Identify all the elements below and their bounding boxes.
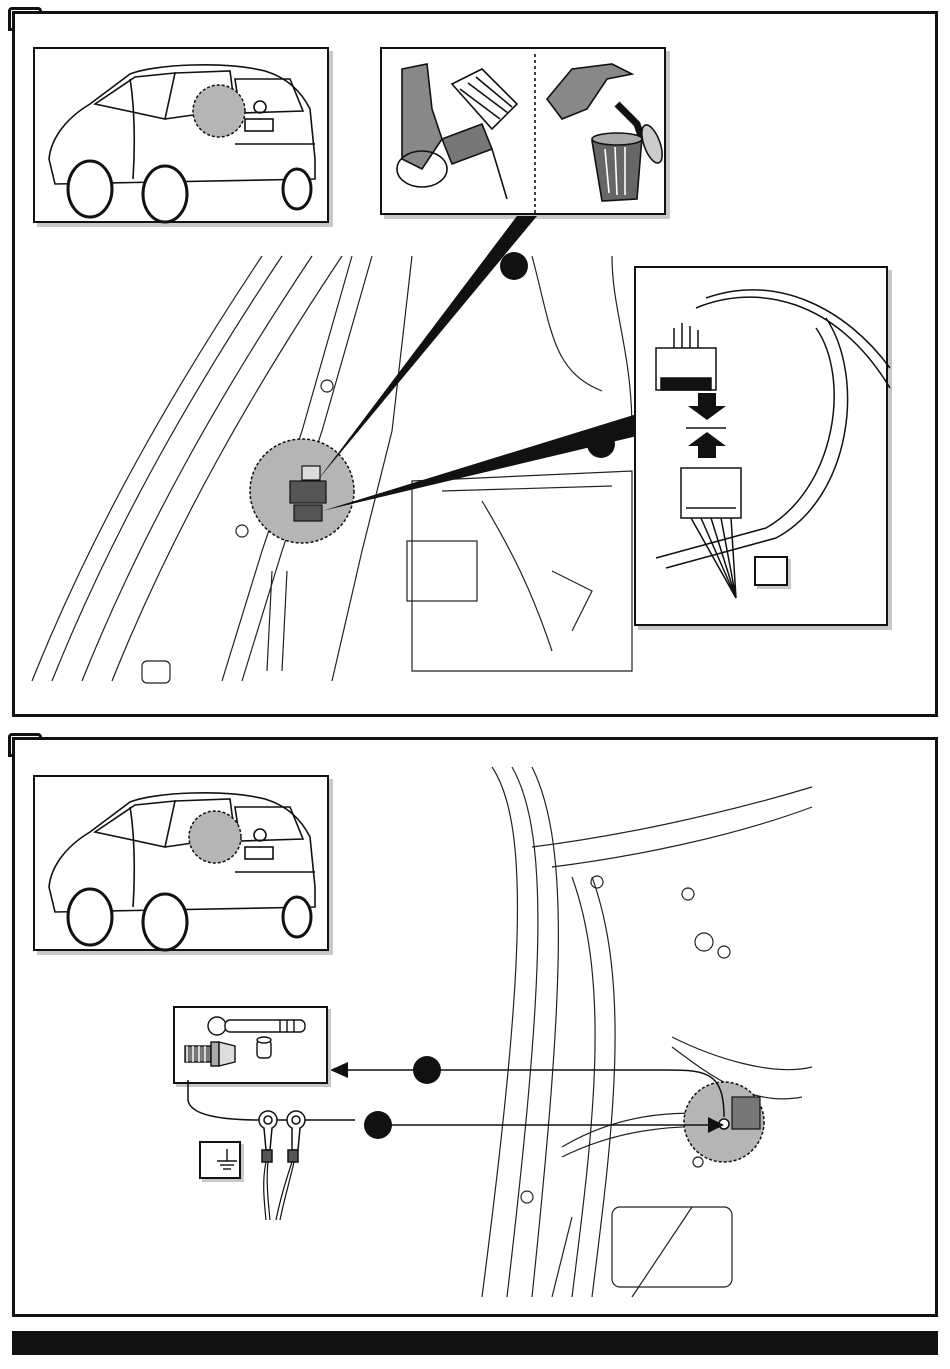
ring-terminal-icon	[259, 1111, 305, 1162]
bolt-tool-inset	[173, 1006, 328, 1084]
callout-dot-bolt	[413, 1056, 441, 1084]
socket-icon	[253, 1036, 277, 1062]
bolt-icon	[183, 1038, 243, 1078]
rear-quarter-interior-drawing-2	[12, 737, 938, 1317]
connector-mating-inset	[634, 266, 888, 626]
footer-bar	[12, 1331, 938, 1355]
ground-symbol-icon	[201, 1143, 239, 1177]
callout-dot-cap	[500, 252, 528, 280]
ground-symbol-box	[199, 1141, 241, 1179]
callout-dot-connector	[587, 430, 615, 458]
wire-color-reference-box	[754, 556, 788, 586]
callout-dot-ring-terminals	[364, 1111, 392, 1139]
